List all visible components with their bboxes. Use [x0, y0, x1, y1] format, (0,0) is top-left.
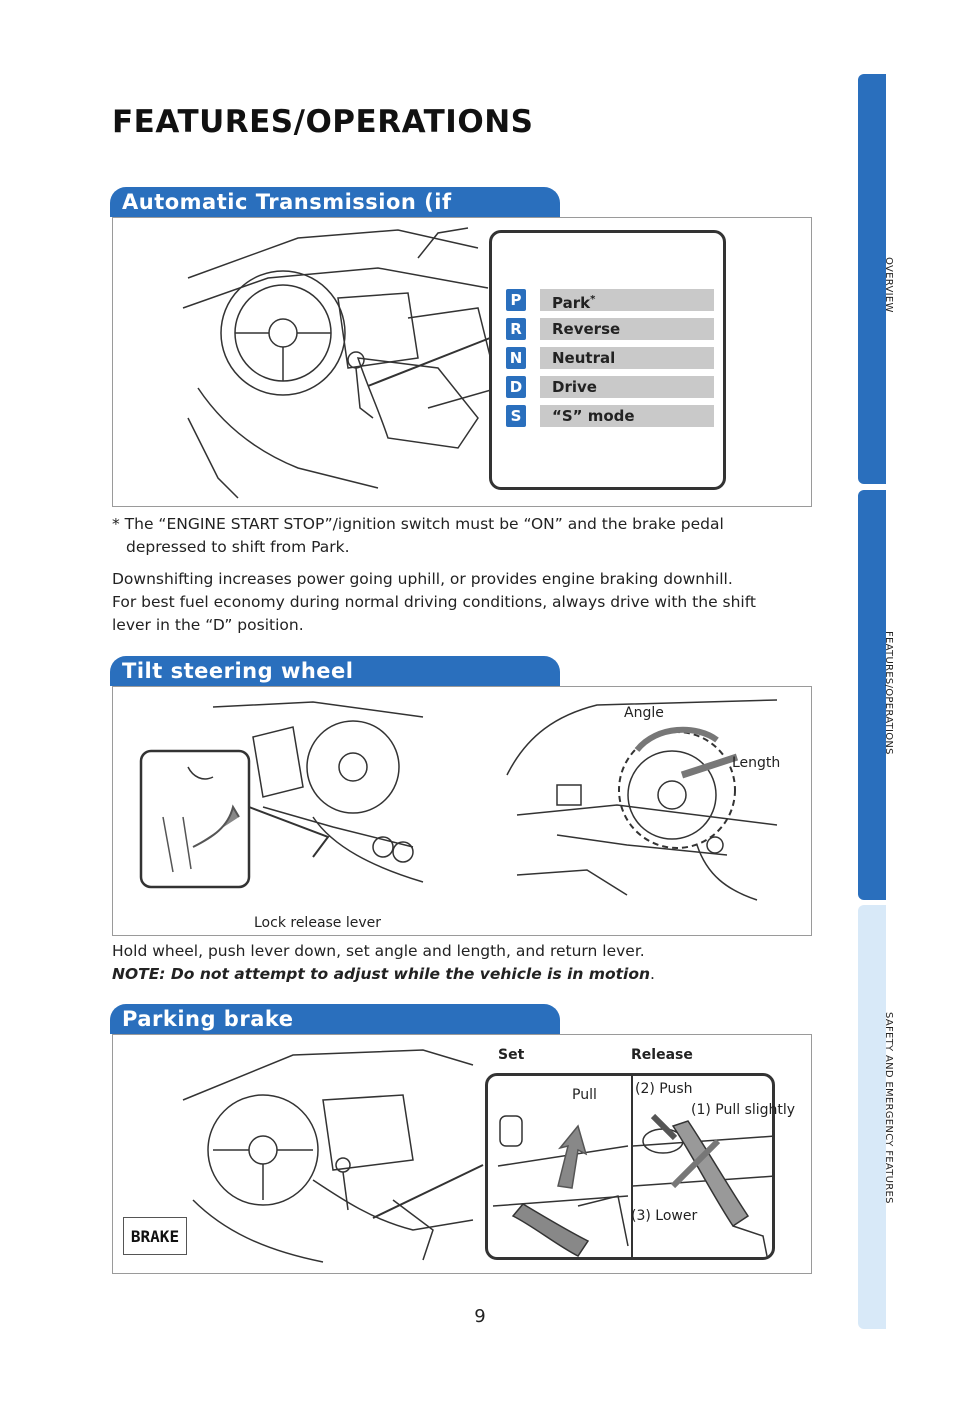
- transmission-illustration-frame: P Park* R Reverse N Neutral D Drive S “S…: [112, 217, 812, 507]
- push-label: (2) Push: [635, 1081, 693, 1097]
- dashboard-shift-illustration: [182, 227, 499, 499]
- shift-positions-panel: P Park* R Reverse N Neutral D Drive S “S…: [489, 230, 726, 490]
- tilt-section-header: Tilt steering wheel: [110, 656, 560, 686]
- gear-name: Reverse: [540, 318, 714, 340]
- release-label: Release: [631, 1047, 693, 1063]
- gear-letter-badge: R: [506, 318, 526, 340]
- set-label: Set: [498, 1047, 525, 1063]
- gear-row-neutral: N Neutral: [506, 347, 714, 369]
- pull-label: Pull: [572, 1087, 597, 1103]
- gear-letter-badge: N: [506, 347, 526, 369]
- tilt-lever-illustration: [139, 701, 424, 889]
- parking-brake-detail-panel: [485, 1073, 775, 1260]
- parking-brake-release-illustration: [633, 1113, 772, 1257]
- page-number: 9: [474, 1306, 486, 1327]
- gear-letter-badge: P: [506, 289, 526, 311]
- side-tab-features-operations[interactable]: [858, 490, 886, 900]
- gear-row-reverse: R Reverse: [506, 318, 714, 340]
- brake-indicator-text: BRAKE: [130, 1226, 180, 1246]
- pull-slightly-label: (1) Pull slightly: [691, 1102, 796, 1118]
- footnote-line-2: depressed to shift from Park.: [126, 538, 350, 556]
- gear-letter-badge: S: [506, 405, 526, 427]
- angle-label: Angle: [624, 705, 664, 721]
- asterisk-mark: *: [590, 294, 596, 305]
- paragraph-line-3: lever in the “D” position.: [112, 616, 304, 634]
- parking-brake-section-header: Parking brake: [110, 1004, 560, 1034]
- downshift-paragraph: Downshifting increases power going uphil…: [112, 568, 812, 637]
- gear-name-text: Park: [552, 294, 591, 312]
- gear-row-s-mode: S “S” mode: [506, 405, 714, 427]
- length-label: Length: [732, 755, 781, 771]
- side-tab-safety-emergency[interactable]: [858, 905, 886, 1329]
- transmission-section-header: Automatic Transmission (if equipped): [110, 187, 560, 244]
- note-period: .: [650, 965, 655, 983]
- brake-indicator-badge: BRAKE: [123, 1217, 187, 1255]
- tilt-instruction-text: Hold wheel, push lever down, set angle a…: [112, 942, 645, 960]
- gear-name: Park*: [540, 289, 714, 312]
- tilt-illustration-frame: Angle Length Lock release lever: [112, 686, 812, 936]
- park-footnote: * The “ENGINE START STOP”/ignition switc…: [112, 513, 812, 559]
- tilt-safety-note: NOTE: Do not attempt to adjust while the…: [112, 965, 651, 983]
- paragraph-line-2: For best fuel economy during normal driv…: [112, 593, 756, 611]
- gear-row-drive: D Drive: [506, 376, 714, 398]
- steering-adjust-illustration: [506, 699, 778, 901]
- lock-release-lever-label: Lock release lever: [254, 915, 382, 931]
- side-tab-overview-label: OVERVIEW: [883, 257, 894, 313]
- gear-letter-badge: D: [506, 376, 526, 398]
- parking-brake-dashboard-illustration: [182, 1049, 484, 1263]
- gear-name: Neutral: [540, 347, 714, 369]
- side-tab-safety-emergency-label: SAFETY AND EMERGENCY FEATURES: [883, 1011, 894, 1204]
- gear-name: “S” mode: [540, 405, 714, 427]
- lower-label: (3) Lower: [631, 1208, 698, 1224]
- paragraph-line-1: Downshifting increases power going uphil…: [112, 570, 733, 588]
- page-title: FEATURES/OPERATIONS: [112, 104, 534, 140]
- gear-row-park: P Park*: [506, 289, 714, 312]
- set-release-divider: [631, 1076, 633, 1257]
- parking-brake-illustration-frame: Set Release Pull (2) Push (1) Pull sligh…: [112, 1034, 812, 1274]
- side-tab-features-operations-label: FEATURES/OPERATIONS: [883, 630, 894, 755]
- side-tab-overview[interactable]: [858, 74, 886, 484]
- footnote-line-1: * The “ENGINE START STOP”/ignition switc…: [112, 515, 724, 533]
- parking-brake-set-illustration: [492, 1115, 629, 1257]
- tilt-instructions: Hold wheel, push lever down, set angle a…: [112, 940, 812, 986]
- gear-name: Drive: [540, 376, 714, 398]
